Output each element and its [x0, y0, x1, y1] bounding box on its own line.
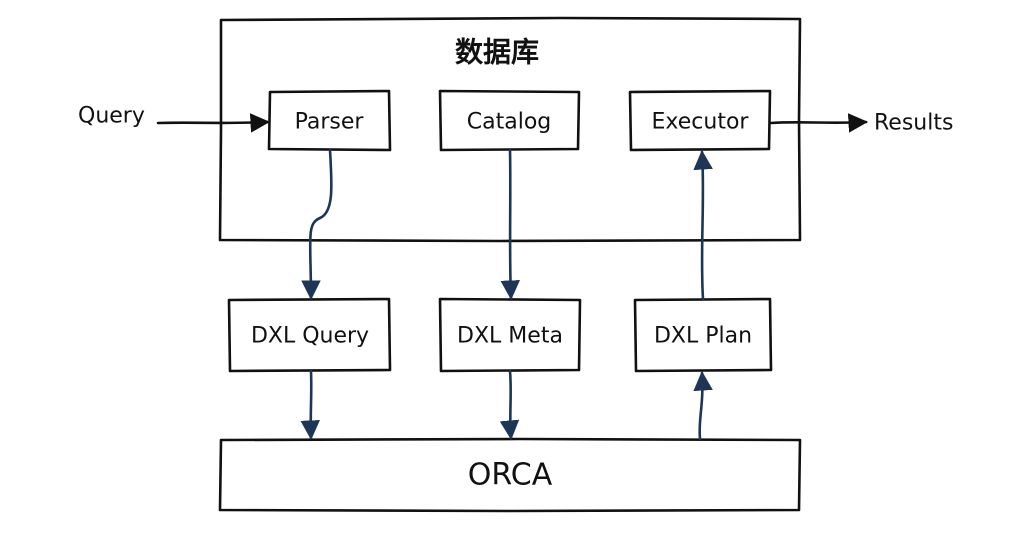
orca-label: ORCA	[468, 458, 553, 493]
dxl-plan-label: DXL Plan	[654, 324, 752, 349]
dxl-plan-box: DXL Plan	[633, 297, 773, 373]
query-input-label: Query	[78, 104, 145, 129]
dxl-query-label: DXL Query	[251, 324, 369, 349]
parser-label: Parser	[295, 110, 365, 135]
results-output-arrow	[769, 113, 868, 133]
orca-box: ORCA	[218, 437, 802, 513]
executor-label: Executor	[652, 110, 750, 135]
catalog-box: Catalog	[438, 89, 581, 152]
dxl-query-to-orca-arrow	[300, 369, 320, 440]
parser-to-dxl-query-arrow	[301, 148, 333, 300]
dxl-meta-label: DXL Meta	[457, 324, 563, 349]
dxl-plan-to-executor-arrow	[693, 150, 713, 301]
catalog-to-dxl-meta-arrow	[500, 148, 521, 300]
results-output-label: Results	[874, 111, 953, 136]
dxl-meta-box: DXL Meta	[438, 297, 582, 373]
database-title: 数据库	[455, 36, 539, 69]
dxl-query-box: DXL Query	[227, 297, 392, 373]
dxl-meta-to-orca-arrow	[499, 369, 520, 440]
catalog-label: Catalog	[467, 110, 552, 135]
query-input-arrow	[156, 113, 270, 133]
parser-box: Parser	[267, 89, 392, 152]
orca-to-dxl-plan-arrow	[693, 371, 713, 441]
executor-box: Executor	[628, 89, 772, 152]
